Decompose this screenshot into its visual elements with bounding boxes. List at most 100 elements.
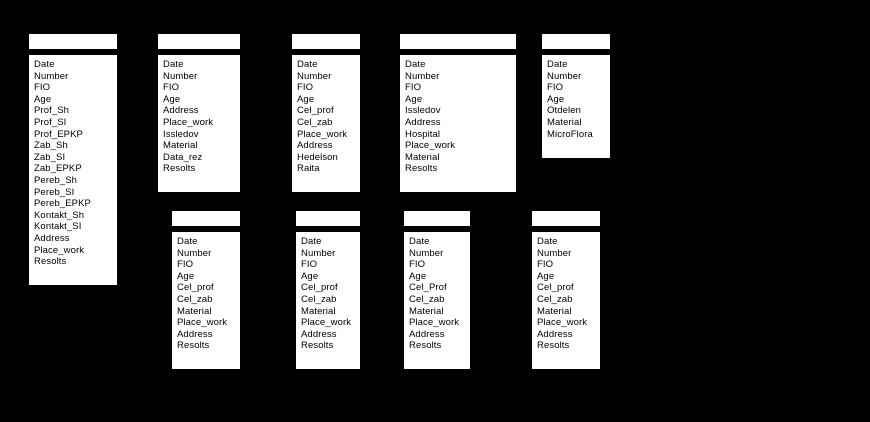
entity-field: Material (177, 305, 212, 317)
entity-field: Number (409, 247, 444, 259)
entity-field: FIO (34, 82, 51, 94)
entity-field: Resolts (301, 340, 334, 352)
entity-field: Date (301, 236, 322, 247)
entity-field: Zab_SI (34, 151, 66, 163)
entity-field: FIO (177, 259, 194, 271)
entity-field: FIO (163, 82, 180, 94)
entity-field: Address (177, 328, 213, 340)
entity-field: Date (405, 59, 426, 70)
entity-field: Pereb_Sh (34, 174, 78, 186)
entity-field: Material (301, 305, 336, 317)
entity-field: Cel_zab (177, 293, 213, 305)
entity-field: Resolts (34, 256, 67, 268)
entity-field: Place_work (163, 116, 214, 128)
entity-field: FIO (301, 259, 318, 271)
entity-field: Cel_zab (409, 293, 445, 305)
entity-field: Age (177, 270, 195, 282)
entity-field: Place_work (297, 128, 348, 140)
entity-field: Hospital (405, 128, 441, 140)
entity-field: Number (34, 70, 69, 82)
entity-key-box[interactable] (541, 33, 611, 50)
entity-field: Zab_EPKP (34, 163, 82, 175)
entity-field: Resolts (177, 340, 210, 352)
entity-field: Age (547, 93, 565, 105)
entity-field: Number (163, 70, 198, 82)
entity-field: Material (163, 140, 198, 152)
entity-field: FIO (405, 82, 422, 94)
entity-field: Address (34, 232, 70, 244)
entity-field: Place_work (405, 140, 456, 152)
entity-field: Number (405, 70, 440, 82)
entity-field: Kontakt_Sh (34, 209, 85, 221)
entity-field: Otdelen (547, 105, 581, 117)
entity-key-box[interactable] (399, 33, 517, 50)
entity-field: Place_work (537, 317, 588, 329)
entity-field: Place_work (34, 244, 85, 256)
entity-field: Issledov (405, 105, 441, 117)
entity-field: Date (34, 59, 55, 70)
entity-field: Cel_zab (297, 116, 333, 128)
entity-field: Resolts (405, 163, 438, 175)
entity-field: Material (405, 151, 440, 163)
entity-field: Date (163, 59, 184, 70)
entity-field: Date (177, 236, 198, 247)
entity-field: Age (405, 93, 423, 105)
entity-field: Material (409, 305, 444, 317)
entity-field: Place_work (409, 317, 460, 329)
entity-field: Date (547, 59, 568, 70)
entity-field: FIO (537, 259, 554, 271)
entity-key-box[interactable] (157, 33, 241, 50)
entity-field: Address (537, 328, 573, 340)
entity-field: Address (163, 105, 199, 117)
entity-field: Address (409, 328, 445, 340)
entity-field: Number (547, 70, 582, 82)
entity-field: Number (177, 247, 212, 259)
entity-key-box[interactable] (291, 33, 361, 50)
entity-field: Number (297, 70, 332, 82)
entity-field: Cel_prof (537, 282, 574, 294)
entity-field: Resolts (163, 163, 196, 175)
entity-field: Resolts (537, 340, 570, 352)
entity-field: Place_work (177, 317, 228, 329)
entity-field: Age (163, 93, 181, 105)
entity-field: Place_work (301, 317, 352, 329)
entity-field: Address (297, 140, 333, 152)
entity-field: Number (301, 247, 336, 259)
entity-field: Number (537, 247, 572, 259)
entity-field: Material (547, 116, 582, 128)
entity-key-box[interactable] (28, 33, 118, 50)
entity-field: Prof_SI (34, 116, 67, 128)
entity-key-box[interactable] (403, 210, 471, 227)
entity-key-box[interactable] (531, 210, 601, 227)
entity-field: Date (297, 59, 318, 70)
entity-field: Data_rez (163, 151, 203, 163)
entity-field: Issledov (163, 128, 199, 140)
entity-field: Age (301, 270, 319, 282)
entity-field: Kontakt_SI (34, 221, 82, 233)
entity-field: Material (537, 305, 572, 317)
entity-field: Prof_EPKP (34, 128, 83, 140)
entity-key-box[interactable] (295, 210, 361, 227)
entity-field: Cel_prof (297, 105, 334, 117)
entity-field: FIO (547, 82, 564, 94)
entity-field: Age (34, 93, 52, 105)
entity-field: Age (537, 270, 555, 282)
entity-field: Pereb_SI (34, 186, 75, 198)
entity-field: Cel_prof (177, 282, 214, 294)
entity-field: Pereb_EPKP (34, 198, 91, 210)
entity-key-box[interactable] (171, 210, 241, 227)
entity-field: FIO (409, 259, 426, 271)
entity-field: Address (405, 116, 441, 128)
entity-field: Prof_Sh (34, 105, 70, 117)
entity-field: Cel_Prof (409, 282, 447, 294)
